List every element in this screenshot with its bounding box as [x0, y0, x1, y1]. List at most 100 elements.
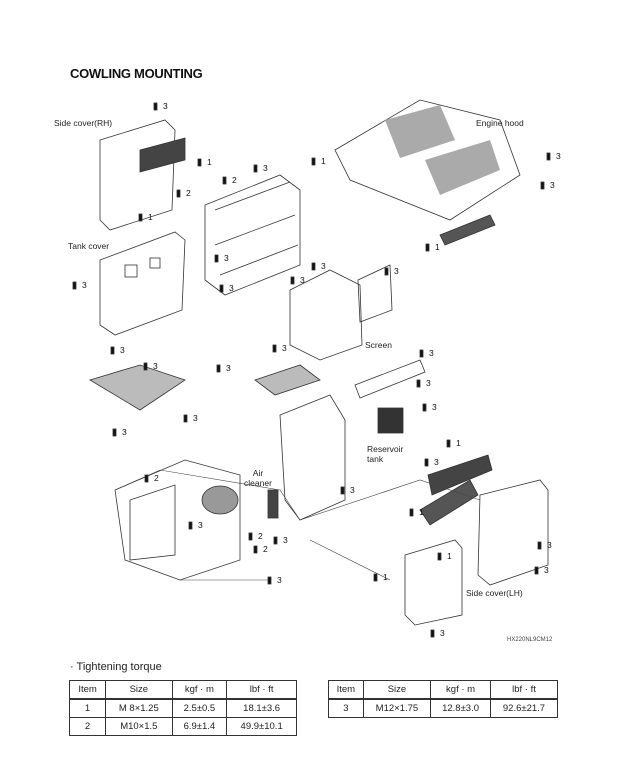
- callout-number: 1: [207, 157, 212, 167]
- col-lbf: lbf · ft: [226, 680, 297, 700]
- bolt-icon: [430, 629, 435, 638]
- label-reservoir-tank: Reservoir tank: [367, 444, 404, 464]
- callout-number: 1: [321, 156, 326, 166]
- bolt-icon: [446, 439, 451, 448]
- reservoir-tank-part: [354, 359, 426, 434]
- bolt-icon: [72, 281, 77, 290]
- callout-number: 3: [432, 402, 437, 412]
- callout-number: 3: [394, 266, 399, 276]
- label-engine-hood: Engine hood: [476, 118, 524, 128]
- bolt-icon: [409, 508, 414, 517]
- engine-hood-part: [334, 99, 521, 221]
- bolt-icon: [153, 102, 158, 111]
- callout-number: 1: [447, 551, 452, 561]
- callout-number: 3: [82, 280, 87, 290]
- left-outline-part: [114, 459, 241, 581]
- callout-number: 3: [544, 565, 549, 575]
- callout-number: 3: [277, 575, 282, 585]
- col-kgf: kgf · m: [171, 680, 228, 700]
- bolt-icon: [112, 428, 117, 437]
- callout-number: 3: [224, 253, 229, 263]
- center-bracket-part: [279, 394, 346, 521]
- bolt-icon: [188, 521, 193, 530]
- bolt-icon: [425, 243, 430, 252]
- label-air-cleaner: Air cleaner: [244, 468, 272, 488]
- callout-number: 3: [440, 628, 445, 638]
- bolt-icon: [290, 276, 295, 285]
- cell: 2: [68, 717, 107, 736]
- cell: 92.6±21.7: [489, 698, 559, 718]
- frame-part: [204, 174, 301, 296]
- callout-number: 3: [350, 485, 355, 495]
- cell: 18.1±3.6: [226, 698, 297, 718]
- tank-cover-part: [99, 231, 186, 336]
- callout-number: 3: [547, 540, 552, 550]
- bolt-icon: [384, 267, 389, 276]
- bolt-icon: [110, 346, 115, 355]
- callout-number: 2: [263, 544, 268, 554]
- bolt-icon: [537, 541, 542, 550]
- bolt-icon: [546, 152, 551, 161]
- callout-number: 3: [283, 535, 288, 545]
- callout-number: 3: [321, 261, 326, 271]
- cell: 3: [328, 698, 364, 718]
- callout-number: 3: [263, 163, 268, 173]
- callout-number: 3: [550, 180, 555, 190]
- bolt-icon: [267, 576, 272, 585]
- bolt-icon: [222, 176, 227, 185]
- bolt-icon: [253, 545, 258, 554]
- bolt-icon: [311, 157, 316, 166]
- callout-number: 3: [163, 101, 168, 111]
- label-side-cover-rh: Side cover(RH): [54, 118, 113, 128]
- callout-number: 1: [419, 507, 424, 517]
- drawing-code: HX220NL9CM12: [507, 637, 553, 643]
- torque-heading: · Tightening torque: [70, 661, 162, 673]
- callout-number: 3: [153, 361, 158, 371]
- bolt-icon: [138, 213, 143, 222]
- cell: 1: [68, 698, 107, 718]
- bolt-icon: [219, 284, 224, 293]
- cell: M10×1.5: [105, 717, 173, 736]
- label-tank-cover: Tank cover: [68, 241, 110, 251]
- bolt-icon: [534, 566, 539, 575]
- col-size: Size: [105, 680, 173, 700]
- bolt-icon: [183, 414, 188, 423]
- callout-number: 3: [282, 343, 287, 353]
- bolt-icon: [416, 379, 421, 388]
- callout-number: 3: [434, 457, 439, 467]
- callout-number: 2: [186, 188, 191, 198]
- col-size: Size: [362, 680, 432, 700]
- callout-number: 1: [456, 438, 461, 448]
- cell: 12.8±3.0: [430, 698, 491, 718]
- col-item: Item: [328, 680, 364, 700]
- cell: 2.5±0.5: [171, 698, 228, 718]
- page-title: COWLING MOUNTING: [70, 66, 203, 81]
- callout-number: 1: [435, 242, 440, 252]
- callout-number: 2: [232, 175, 237, 185]
- cell: 6.9±1.4: [171, 717, 228, 736]
- bolt-icon: [273, 536, 278, 545]
- label-screen: Screen: [365, 340, 392, 350]
- callout-number: 1: [383, 572, 388, 582]
- callout-number: 3: [229, 283, 234, 293]
- cell: M 8×1.25: [105, 698, 173, 718]
- callout-number: 1: [148, 212, 153, 222]
- col-lbf: lbf · ft: [489, 680, 559, 700]
- bolt-icon: [422, 403, 427, 412]
- callout-number: 3: [429, 348, 434, 358]
- cell: M12×1.75: [362, 698, 432, 718]
- bolt-icon: [214, 254, 219, 263]
- bolt-icon: [419, 349, 424, 358]
- bolt-icon: [143, 362, 148, 371]
- bolt-icon: [373, 573, 378, 582]
- hood-grille: [439, 214, 496, 246]
- callout-number: 3: [226, 363, 231, 373]
- bolt-icon: [340, 486, 345, 495]
- bolt-icon: [216, 364, 221, 373]
- bolt-icon: [272, 344, 277, 353]
- callout-number: 3: [300, 275, 305, 285]
